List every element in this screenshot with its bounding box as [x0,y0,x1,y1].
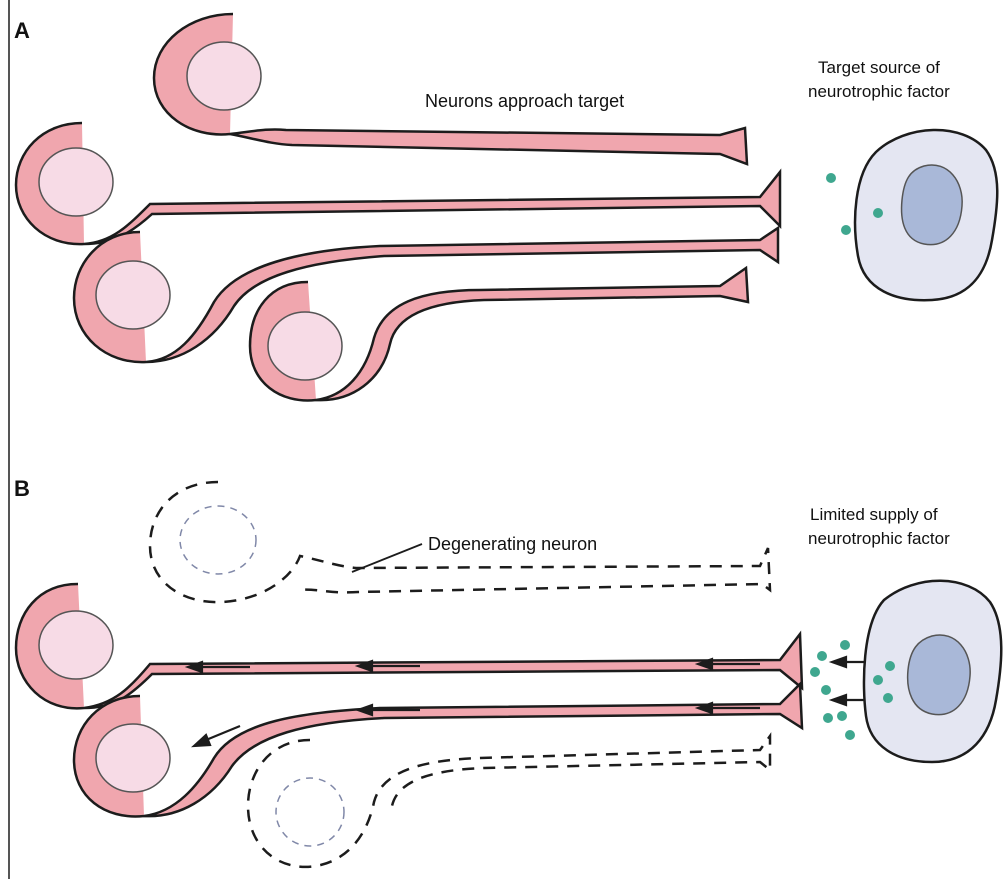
neuron-nucleus [268,312,342,380]
degenerating-nucleus [180,506,256,574]
factor-dot [841,225,851,235]
factor-dot [826,173,836,183]
neuron-nucleus [96,724,170,792]
target-a-label-line1: Target source of [818,58,940,77]
panel-a-letter: A [14,18,30,43]
target-b-label-line1: Limited supply of [810,505,938,524]
neuron-a4 [250,268,748,400]
factor-dot [817,651,827,661]
label-pointer-line [352,544,422,572]
panel-b-letter: B [14,476,30,501]
surviving-neuron-b2 [74,684,802,816]
factor-dot [837,711,847,721]
neuron-nucleus [39,148,113,216]
factor-dot [873,208,883,218]
panel-a: A Neurons approach target Target sou [14,14,997,400]
degenerating-neuron-bottom [248,736,770,867]
factor-dot [821,685,831,695]
panel-a-caption: Neurons approach target [425,91,624,111]
factor-dot [840,640,850,650]
target-cell-nucleus [902,165,963,245]
target-cell-b [864,581,1001,762]
target-b-label-line2: neurotrophic factor [808,529,950,548]
neuron-nucleus [96,261,170,329]
surviving-neuron-b1 [16,584,802,708]
neuron-a1 [154,14,747,164]
target-cell-nucleus [908,635,971,715]
factor-dot [873,675,883,685]
neuron-nucleus [187,42,261,110]
neuron-nucleus [39,611,113,679]
neuron-body [16,584,802,708]
panel-b-caption: Degenerating neuron [428,534,597,554]
factor-dot [810,667,820,677]
factor-dot [883,693,893,703]
factor-dot [845,730,855,740]
neuron-body [74,684,802,816]
degenerating-nucleus [276,778,344,846]
factor-dot [885,661,895,671]
target-a-label-line2: neurotrophic factor [808,82,950,101]
panel-b: B Degenerating neuron [14,476,1001,867]
factor-dot [823,713,833,723]
